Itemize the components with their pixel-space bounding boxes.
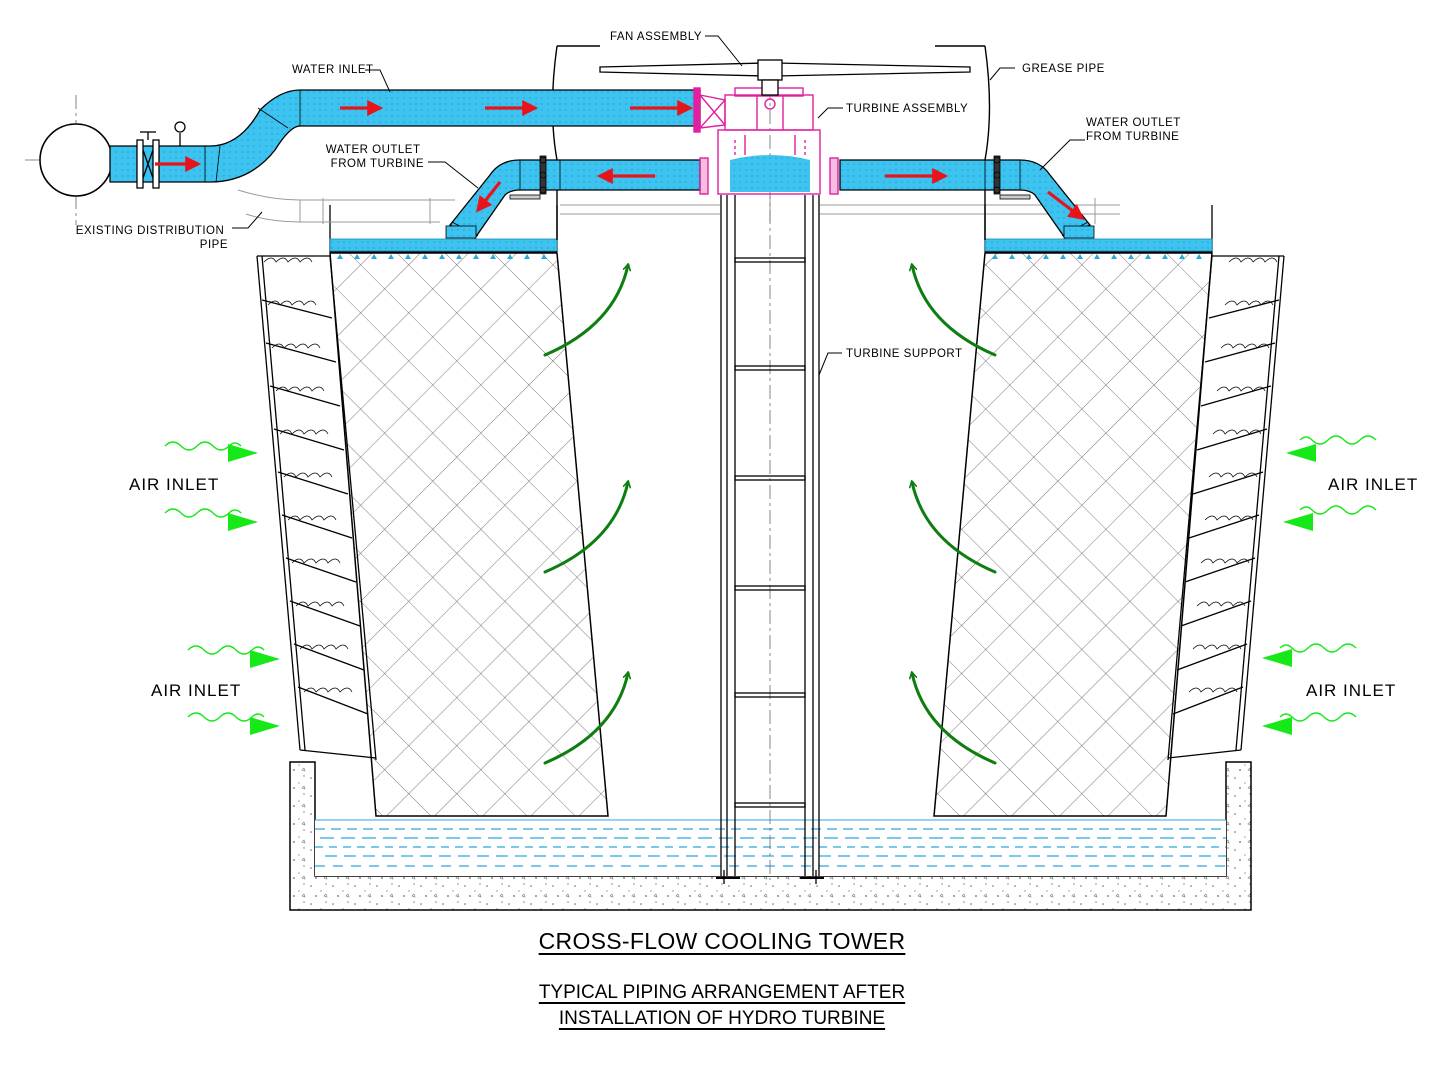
label-water-inlet: WATER INLET	[292, 64, 374, 76]
label-turbine-support: TURBINE SUPPORT	[846, 348, 963, 360]
label-air-inlet-right-upper: AIR INLET	[1328, 475, 1418, 494]
label-existing-distribution: EXISTING DISTRIBUTION PIPE	[76, 225, 228, 251]
louvers-right	[1167, 255, 1285, 761]
header-pipe	[39, 123, 113, 197]
air-inlet-arrows-left	[164, 441, 280, 735]
label-water-outlet-left-line2: FROM TURBINE	[331, 158, 424, 170]
pipe-flanges	[509, 155, 1031, 200]
label-existing-distribution-line1: EXISTING DISTRIBUTION	[76, 225, 225, 237]
label-grease-pipe: GREASE PIPE	[1022, 63, 1105, 75]
label-water-outlet-right: WATER OUTLET FROM TURBINE	[1086, 117, 1184, 143]
label-water-outlet-right-line2: FROM TURBINE	[1086, 131, 1179, 143]
label-air-inlet-right-lower: AIR INLET	[1306, 681, 1396, 700]
turbine-assembly	[693, 87, 839, 195]
diagram-title: CROSS-FLOW COOLING TOWER	[0, 928, 1444, 955]
basin-water	[315, 819, 1226, 876]
water-flow-arrows	[155, 100, 1085, 220]
diagram-title-text: CROSS-FLOW COOLING TOWER	[538, 928, 906, 954]
turbine-support-structure	[716, 195, 824, 884]
updraft-arrows	[543, 265, 997, 765]
water-outlet-pipe-right	[839, 159, 1095, 239]
diagram-labels: FAN ASSEMBLY WATER INLET GREASE PIPE TUR…	[76, 31, 1418, 700]
hot-water-basin-right	[984, 205, 1213, 259]
hot-water-basin-left	[329, 205, 558, 259]
label-air-inlet-left-upper: AIR INLET	[129, 475, 219, 494]
diagram-subtitle-line2-text: INSTALLATION OF HYDRO TURBINE	[558, 1008, 886, 1029]
label-water-outlet-left-line1: WATER OUTLET	[326, 144, 421, 156]
fan-assembly	[599, 59, 971, 96]
water-outlet-pipe-left	[445, 159, 701, 239]
fill-media-right	[933, 252, 1213, 817]
label-air-inlet-left-lower: AIR INLET	[151, 681, 241, 700]
fill-media-left	[329, 252, 609, 817]
air-inlet-arrows-right	[1262, 435, 1377, 735]
diagram-subtitle-line1: TYPICAL PIPING ARRANGEMENT AFTER	[0, 982, 1444, 1004]
existing-distribution-pipe	[237, 189, 1120, 224]
label-water-outlet-left: WATER OUTLET FROM TURBINE	[326, 144, 424, 170]
concrete-basin	[289, 761, 1252, 911]
label-water-outlet-right-line1: WATER OUTLET	[1086, 117, 1181, 129]
label-existing-distribution-line2: PIPE	[200, 239, 228, 251]
diagram-subtitle-line2: INSTALLATION OF HYDRO TURBINE	[0, 1008, 1444, 1030]
leader-lines	[232, 35, 1085, 376]
label-turbine-assembly: TURBINE ASSEMBLY	[846, 103, 968, 115]
label-fan-assembly: FAN ASSEMBLY	[610, 31, 702, 43]
diagram-subtitle-line1-text: TYPICAL PIPING ARRANGEMENT AFTER	[538, 982, 906, 1003]
louvers-left	[256, 255, 377, 761]
